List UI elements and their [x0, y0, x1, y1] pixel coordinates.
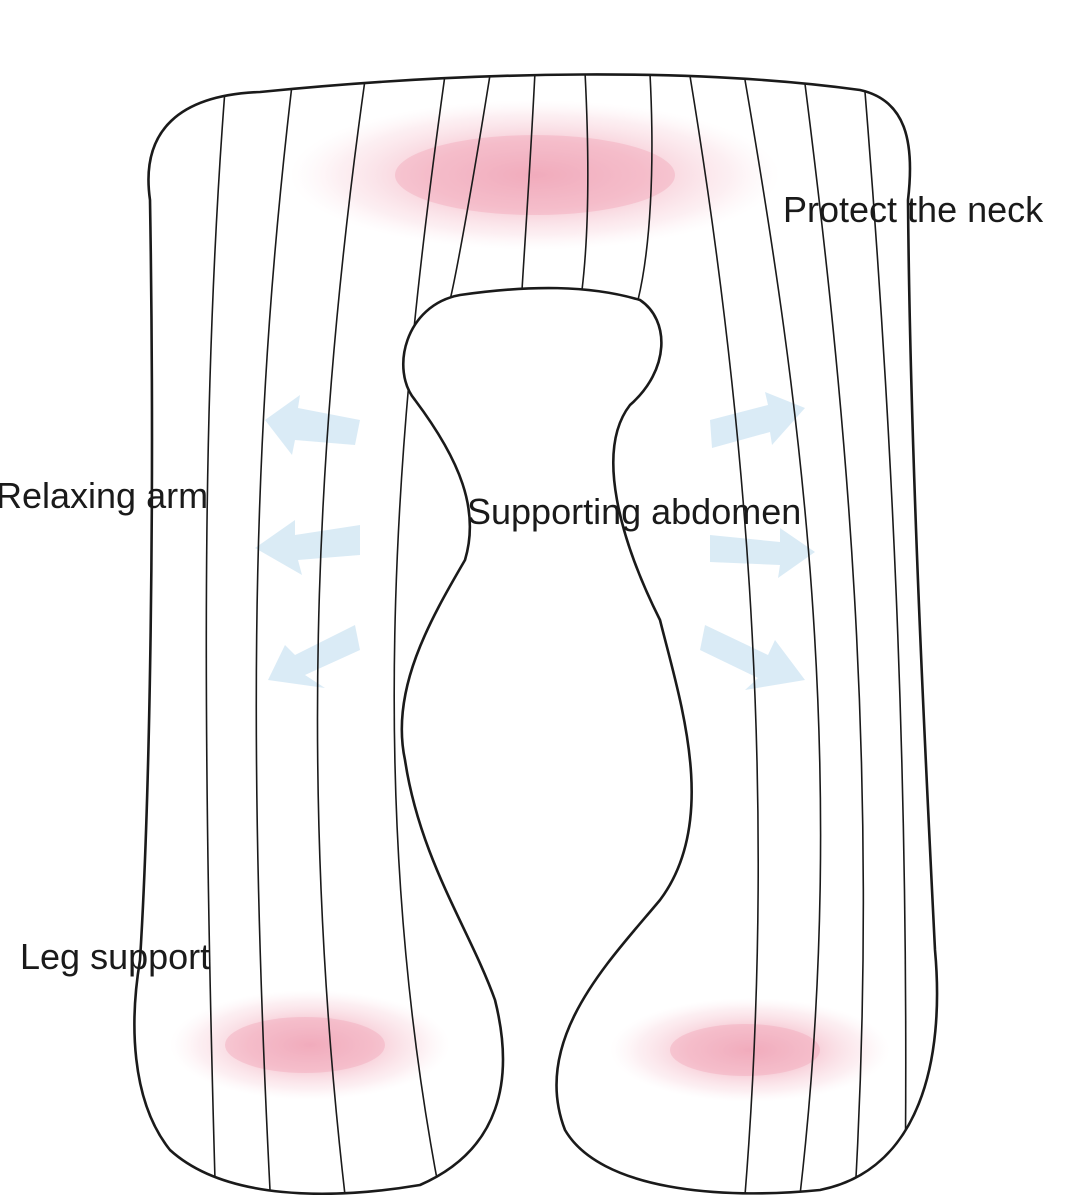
pressure-zone-neck [290, 100, 780, 250]
label-protect-neck: Protect the neck [783, 189, 1044, 230]
pillow-stripes [205, 74, 907, 1194]
pillow-outline [133, 73, 939, 1195]
pressure-zone-left-leg [170, 990, 450, 1100]
label-leg-support: Leg support [20, 936, 211, 977]
label-supporting-abdomen: Supporting abdomen [467, 491, 802, 532]
label-relaxing-arm: Relaxing arm [0, 475, 209, 516]
arrow-left-icon [255, 395, 360, 688]
arrow-right-icon [700, 392, 815, 690]
pressure-zone-right-leg [610, 998, 890, 1102]
